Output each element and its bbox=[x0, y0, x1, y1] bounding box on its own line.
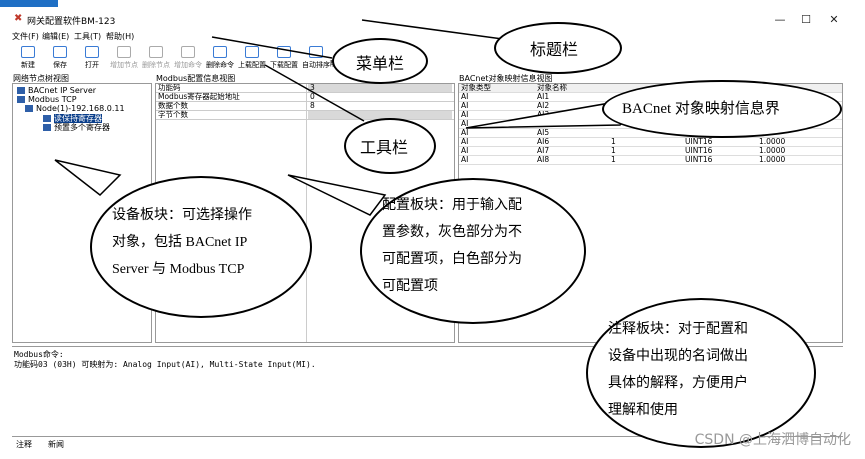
tab-notes[interactable]: 注释 bbox=[16, 440, 32, 449]
callout-menu: 菜单栏 bbox=[332, 38, 428, 84]
column-divider bbox=[306, 84, 307, 342]
watermark: CSDN @上海泗博自动化 bbox=[694, 432, 851, 448]
table-row[interactable]: AI AI5 bbox=[459, 129, 842, 138]
pointer-wedge bbox=[287, 174, 387, 216]
table-cell: AI1 bbox=[537, 92, 550, 101]
tree-panel-title: 网络节点树视图 bbox=[13, 74, 69, 83]
upload-icon bbox=[245, 46, 259, 58]
table-row[interactable]: AI AI8 1 UINT16 1.0000 bbox=[459, 156, 842, 165]
add-node-icon bbox=[117, 46, 131, 58]
menu-help[interactable]: 帮助(H) bbox=[106, 32, 135, 41]
notes-text: 功能码03 (03H) 可映射为: Analog Input(AI), Mult… bbox=[14, 360, 316, 369]
tree-item-modbus[interactable]: Modbus TCP bbox=[17, 95, 77, 104]
callout-config: 配置板块：用于输入配 置参数，灰色部分为不 可配置项，白色部分为 可配置项 bbox=[360, 178, 586, 324]
sort-icon bbox=[309, 46, 323, 58]
config-value[interactable]: 3 bbox=[310, 83, 315, 92]
table-cell: AI bbox=[461, 137, 469, 146]
callout-bacnet: BACnet 对象映射信息界 bbox=[602, 80, 842, 138]
save-icon bbox=[53, 46, 67, 58]
add-command-button[interactable]: 增加命令 bbox=[172, 44, 204, 72]
auto-sort-button[interactable]: 自动排序 bbox=[300, 44, 332, 72]
delete-command-button[interactable]: 删除命令 bbox=[204, 44, 236, 72]
table-cell: 1 bbox=[611, 137, 616, 146]
tab-news[interactable]: 新闻 bbox=[48, 440, 64, 449]
config-row: 字节个数 bbox=[156, 111, 454, 120]
tree-item-node[interactable]: Node(1)-192.168.0.11 bbox=[25, 104, 125, 113]
open-button[interactable]: 打开 bbox=[76, 44, 108, 72]
maximize-button[interactable]: ☐ bbox=[801, 13, 811, 26]
table-cell: AI5 bbox=[537, 128, 550, 137]
table-cell: 1.0000 bbox=[759, 137, 786, 146]
close-button[interactable]: ✕ bbox=[829, 13, 839, 26]
table-cell: 1 bbox=[611, 146, 616, 155]
tree-item-read-holding[interactable]: 读保持寄存器 bbox=[43, 113, 102, 124]
open-folder-icon bbox=[85, 46, 99, 58]
pointer-wedge bbox=[54, 159, 122, 196]
table-cell: AI6 bbox=[537, 137, 550, 146]
menu-file[interactable]: 文件(F) bbox=[12, 32, 39, 41]
callout-toolbar: 工具栏 bbox=[344, 118, 436, 174]
table-cell: AI bbox=[461, 101, 469, 110]
window-title: 网关配置软件BM-123 bbox=[27, 17, 116, 27]
header-accent-strip bbox=[0, 0, 58, 7]
table-cell: AI bbox=[461, 155, 469, 164]
network-icon bbox=[17, 87, 25, 94]
config-panel-title: Modbus配置信息视图 bbox=[156, 74, 236, 83]
download-config-button[interactable]: 下载配置 bbox=[268, 44, 300, 72]
callout-device: 设备板块：可选择操作 对象，包括 BACnet IP Server 与 Modb… bbox=[90, 176, 312, 318]
menu-bar: 文件(F) 编辑(E) 工具(T) 帮助(H) bbox=[10, 30, 855, 43]
network-icon bbox=[17, 96, 25, 103]
add-command-icon bbox=[181, 46, 195, 58]
table-cell: AI bbox=[461, 128, 469, 137]
callout-notes: 注释板块：对于配置和 设备中出现的名词做出 具体的解释，方便用户 理解和使用 bbox=[586, 298, 816, 448]
save-button[interactable]: 保存 bbox=[44, 44, 76, 72]
table-cell: AI bbox=[461, 92, 469, 101]
new-file-icon bbox=[21, 46, 35, 58]
notes-title: Modbus命令: bbox=[14, 350, 64, 359]
table-row[interactable]: AI AI7 1 UINT16 1.0000 bbox=[459, 147, 842, 156]
node-icon bbox=[25, 105, 33, 112]
delete-command-icon bbox=[213, 46, 227, 58]
table-cell: AI2 bbox=[537, 101, 550, 110]
pointer-line bbox=[264, 64, 365, 122]
tree-item-preset-multiple[interactable]: 预置多个寄存器 bbox=[43, 122, 110, 133]
table-cell: UINT16 bbox=[685, 137, 713, 146]
table-cell: 1.0000 bbox=[759, 155, 786, 164]
table-cell: AI8 bbox=[537, 155, 550, 164]
download-icon bbox=[277, 46, 291, 58]
table-cell: UINT16 bbox=[685, 146, 713, 155]
table-cell: UINT16 bbox=[685, 155, 713, 164]
add-node-button[interactable]: 增加节点 bbox=[108, 44, 140, 72]
bottom-tabs: 注释 新闻 bbox=[12, 436, 843, 451]
notes-panel: Modbus命令: 功能码03 (03H) 可映射为: Analog Input… bbox=[12, 346, 843, 435]
callout-title: 标题栏 bbox=[494, 22, 622, 74]
delete-node-button[interactable]: 删除节点 bbox=[140, 44, 172, 72]
table-cell: AI bbox=[461, 110, 469, 119]
table-cell: 1 bbox=[611, 155, 616, 164]
table-cell: AI7 bbox=[537, 146, 550, 155]
bacnet-panel-title: BACnet对象映射信息视图 bbox=[459, 74, 553, 83]
register-icon bbox=[43, 124, 51, 131]
delete-node-icon bbox=[149, 46, 163, 58]
app-icon: ✖ bbox=[14, 13, 23, 24]
title-bar: ✖ 网关配置软件BM-123 — ☐ ✕ bbox=[10, 10, 855, 30]
register-icon bbox=[43, 115, 51, 122]
pointer-line bbox=[211, 36, 333, 59]
table-row[interactable]: AI AI6 1 UINT16 1.0000 bbox=[459, 138, 842, 147]
config-value[interactable]: 0 bbox=[310, 92, 315, 101]
menu-tools[interactable]: 工具(T) bbox=[74, 32, 102, 41]
tree-item-bacnet[interactable]: BACnet IP Server bbox=[17, 86, 96, 95]
menu-edit[interactable]: 编辑(E) bbox=[42, 32, 70, 41]
upload-config-button[interactable]: 上载配置 bbox=[236, 44, 268, 72]
new-button[interactable]: 新建 bbox=[12, 44, 44, 72]
table-cell: AI bbox=[461, 146, 469, 155]
table-cell: 1.0000 bbox=[759, 146, 786, 155]
minimize-button[interactable]: — bbox=[774, 13, 786, 26]
config-value[interactable]: 8 bbox=[310, 101, 315, 110]
table-cell: AI bbox=[461, 119, 469, 128]
